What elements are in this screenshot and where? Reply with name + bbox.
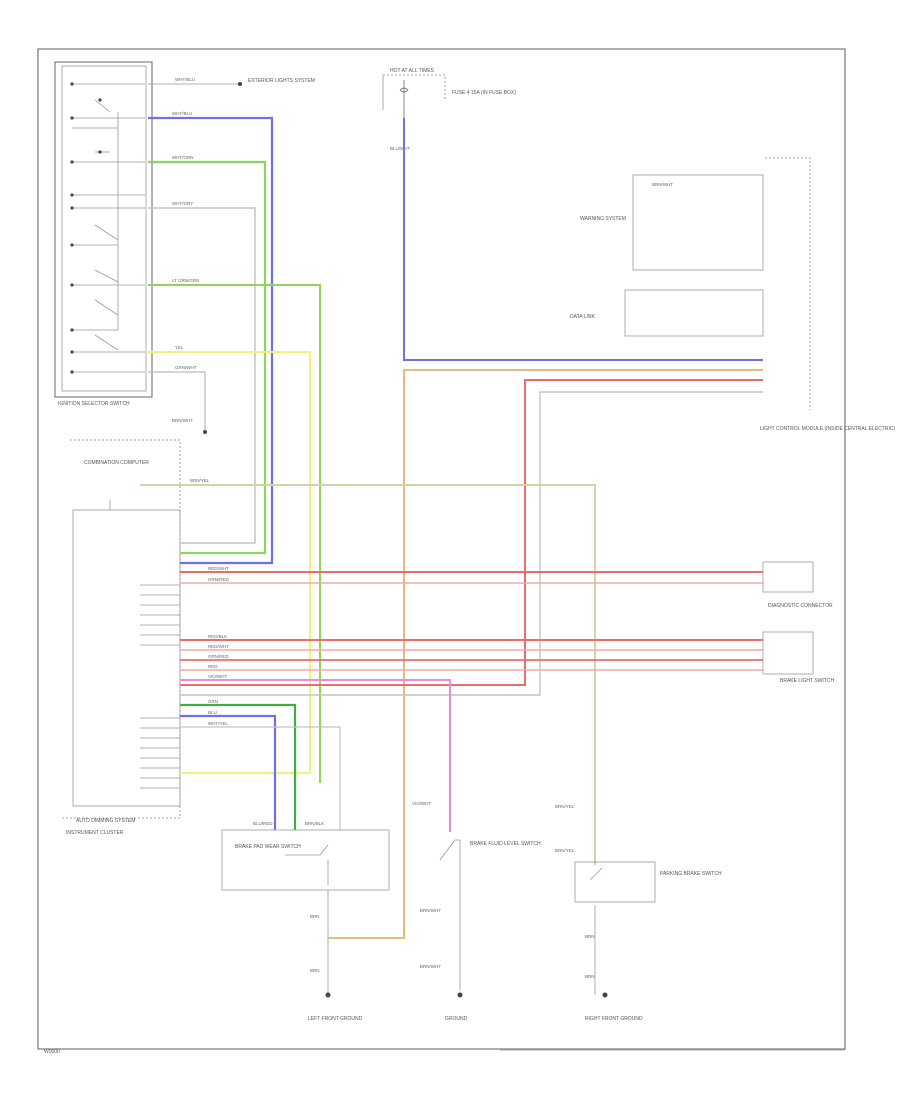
footer-code: W0000: [44, 1049, 60, 1055]
warning-system-connector: WARNING SYSTEM BRN/WHT: [580, 174, 764, 271]
wire-blue-lower: BLU: [180, 710, 277, 830]
ignition-switch: IGNITION SELECTOR SWITCH: [54, 61, 153, 407]
svg-text:EXTERIOR LIGHTS SYSTEM: EXTERIOR LIGHTS SYSTEM: [248, 78, 315, 84]
svg-text:BRAKE PAD WEAR SWITCH: BRAKE PAD WEAR SWITCH: [235, 844, 301, 850]
svg-text:PARKING BRAKE SWITCH: PARKING BRAKE SWITCH: [660, 871, 722, 877]
svg-text:DIAGNOSTIC CONNECTOR: DIAGNOSTIC CONNECTOR: [768, 603, 833, 609]
wire-red-lower: RED/BLK RED/WHT GRN/RED RED: [180, 634, 763, 671]
svg-text:HOT AT ALL TIMES: HOT AT ALL TIMES: [390, 68, 435, 74]
svg-text:BRN/WHT: BRN/WHT: [420, 964, 441, 969]
svg-text:RIGHT FRONT GROUND: RIGHT FRONT GROUND: [585, 1016, 643, 1022]
svg-text:BRN: BRN: [310, 914, 320, 919]
exterior-lights-ref: WHT/BLU EXTERIOR LIGHTS SYSTEM: [148, 77, 315, 86]
svg-text:BRAKE FLUID LEVEL SWITCH: BRAKE FLUID LEVEL SWITCH: [470, 841, 541, 847]
svg-text:GRN: GRN: [208, 699, 218, 704]
wire-blue: WHT/BLU: [148, 111, 274, 565]
parking-brake-switch: PARKING BRAKE SWITCH BRN/YEL BRN/YEL BRN…: [555, 804, 722, 1022]
svg-text:BRAKE LIGHT SWITCH: BRAKE LIGHT SWITCH: [780, 678, 834, 684]
svg-text:VIO/WHT: VIO/WHT: [412, 801, 431, 806]
svg-text:DATA LINK: DATA LINK: [570, 314, 595, 320]
svg-text:BLU: BLU: [208, 710, 217, 715]
svg-text:RED: RED: [208, 664, 218, 669]
brake-switch-connector: BRAKE LIGHT SWITCH: [762, 631, 834, 684]
wire-grey-lcm: [180, 391, 763, 696]
svg-text:WHT/BLU: WHT/BLU: [175, 77, 195, 82]
svg-text:COMBINATION COMPUTER: COMBINATION COMPUTER: [84, 460, 149, 466]
svg-text:BLU/RED: BLU/RED: [253, 821, 273, 826]
svg-text:BRN: BRN: [310, 968, 320, 973]
svg-text:INSTRUMENT CLUSTER: INSTRUMENT CLUSTER: [66, 830, 124, 836]
svg-text:BRN/WHT: BRN/WHT: [420, 908, 441, 913]
svg-text:WHT/GRY: WHT/GRY: [172, 201, 193, 206]
svg-text:BRN: BRN: [585, 974, 595, 979]
svg-text:LEFT FRONT GROUND: LEFT FRONT GROUND: [308, 1016, 363, 1022]
svg-text:GRN/WHT: GRN/WHT: [175, 365, 197, 370]
svg-text:BRN/YEL: BRN/YEL: [555, 848, 575, 853]
svg-text:RED/BLK: RED/BLK: [208, 634, 227, 639]
diagnostic-connector: DIAGNOSTIC CONNECTOR: [762, 561, 833, 609]
wire-red-lcm: [180, 379, 763, 686]
svg-text:LT GRN/GRN: LT GRN/GRN: [172, 278, 199, 283]
svg-text:VIO/WHT: VIO/WHT: [208, 674, 227, 679]
brake-fluid-switch: BRAKE FLUID LEVEL SWITCH VIO/WHT BRN/WHT…: [412, 801, 541, 1022]
svg-text:WARNING SYSTEM: WARNING SYSTEM: [580, 216, 626, 222]
svg-text:YEL: YEL: [175, 345, 184, 350]
wire-grey: WHT/GRY: [148, 201, 256, 544]
svg-text:BRN/WHT: BRN/WHT: [652, 182, 673, 187]
wire-violet: VIO/WHT: [180, 674, 451, 832]
svg-text:AUTO DIMMING SYSTEM: AUTO DIMMING SYSTEM: [76, 818, 135, 824]
wire-tan-brake: BRN/YEL: [140, 478, 596, 865]
wire-blue-fuse: [403, 118, 763, 361]
wire-green: WHT/GRN: [148, 155, 267, 555]
svg-text:GROUND: GROUND: [445, 1016, 468, 1022]
svg-text:LIGHT CONTROL MODULE (INSIDE C: LIGHT CONTROL MODULE (INSIDE CENTRAL ELE…: [760, 426, 895, 432]
svg-text:WHT/GRN: WHT/GRN: [172, 155, 194, 160]
wire-red-upper: RED/WHT GRN/RED: [180, 566, 763, 584]
svg-text:WHT/YEL: WHT/YEL: [208, 721, 228, 726]
svg-text:IGNITION SELECTOR SWITCH: IGNITION SELECTOR SWITCH: [58, 401, 130, 407]
fuse-block: HOT AT ALL TIMES FUSE 4 15A (IN FUSE BOX…: [382, 68, 516, 151]
wire-tan-long: [328, 369, 763, 939]
light-control-module: LIGHT CONTROL MODULE (INSIDE CENTRAL ELE…: [760, 157, 895, 432]
svg-text:BRN/YEL: BRN/YEL: [190, 478, 210, 483]
svg-text:BRN: BRN: [585, 934, 595, 939]
svg-text:RED/WHT: RED/WHT: [208, 566, 229, 571]
instrument-cluster: COMBINATION COMPUTER AUTO DIMMING SYSTEM…: [60, 439, 181, 836]
wire-yellow: YEL: [148, 345, 311, 774]
svg-text:BRN/WHT: BRN/WHT: [172, 418, 193, 423]
svg-text:BLU/WHT: BLU/WHT: [390, 146, 411, 151]
svg-text:WHT/BLU: WHT/BLU: [172, 111, 192, 116]
svg-text:FUSE 4 15A (IN FUSE BOX): FUSE 4 15A (IN FUSE BOX): [452, 90, 516, 96]
brake-pad-switch: BRAKE PAD WEAR SWITCH BLU/RED BRN/BLK BR…: [221, 821, 390, 1022]
wire-dark-green: GRN: [180, 699, 297, 830]
diagram-border: [37, 48, 846, 1050]
wire-ignition-ground: GRN/WHT BRN/WHT: [148, 365, 207, 434]
data-link-connector: DATA LINK: [570, 289, 764, 337]
wire-grey-lower: WHT/YEL: [180, 721, 341, 830]
svg-text:GRN/RED: GRN/RED: [208, 654, 230, 659]
svg-text:BRN/BLK: BRN/BLK: [305, 821, 324, 826]
svg-text:BRN/YEL: BRN/YEL: [555, 804, 575, 809]
svg-text:GRN/RED: GRN/RED: [208, 577, 230, 582]
wire-light-green: LT GRN/GRN: [148, 278, 321, 783]
svg-text:RED/WHT: RED/WHT: [208, 644, 229, 649]
